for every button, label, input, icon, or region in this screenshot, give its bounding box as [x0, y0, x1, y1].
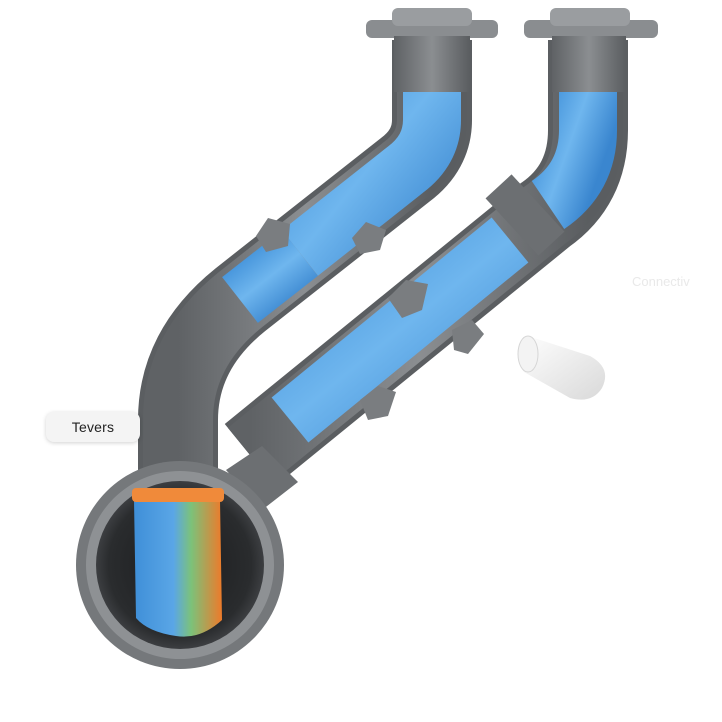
flange-right-icon [524, 8, 658, 92]
left-pipe [138, 40, 472, 500]
pipe-lug [256, 218, 386, 254]
pipe-lug [360, 280, 484, 420]
right-pipe [224, 40, 628, 510]
faint-label-right: Connectiv [632, 274, 690, 289]
flange-left-icon [366, 8, 498, 92]
label-pill: Tevers [46, 412, 140, 442]
label-pill-text: Tevers [71, 419, 115, 435]
drain-opening-icon [76, 461, 284, 669]
end-cap-icon [517, 335, 606, 400]
